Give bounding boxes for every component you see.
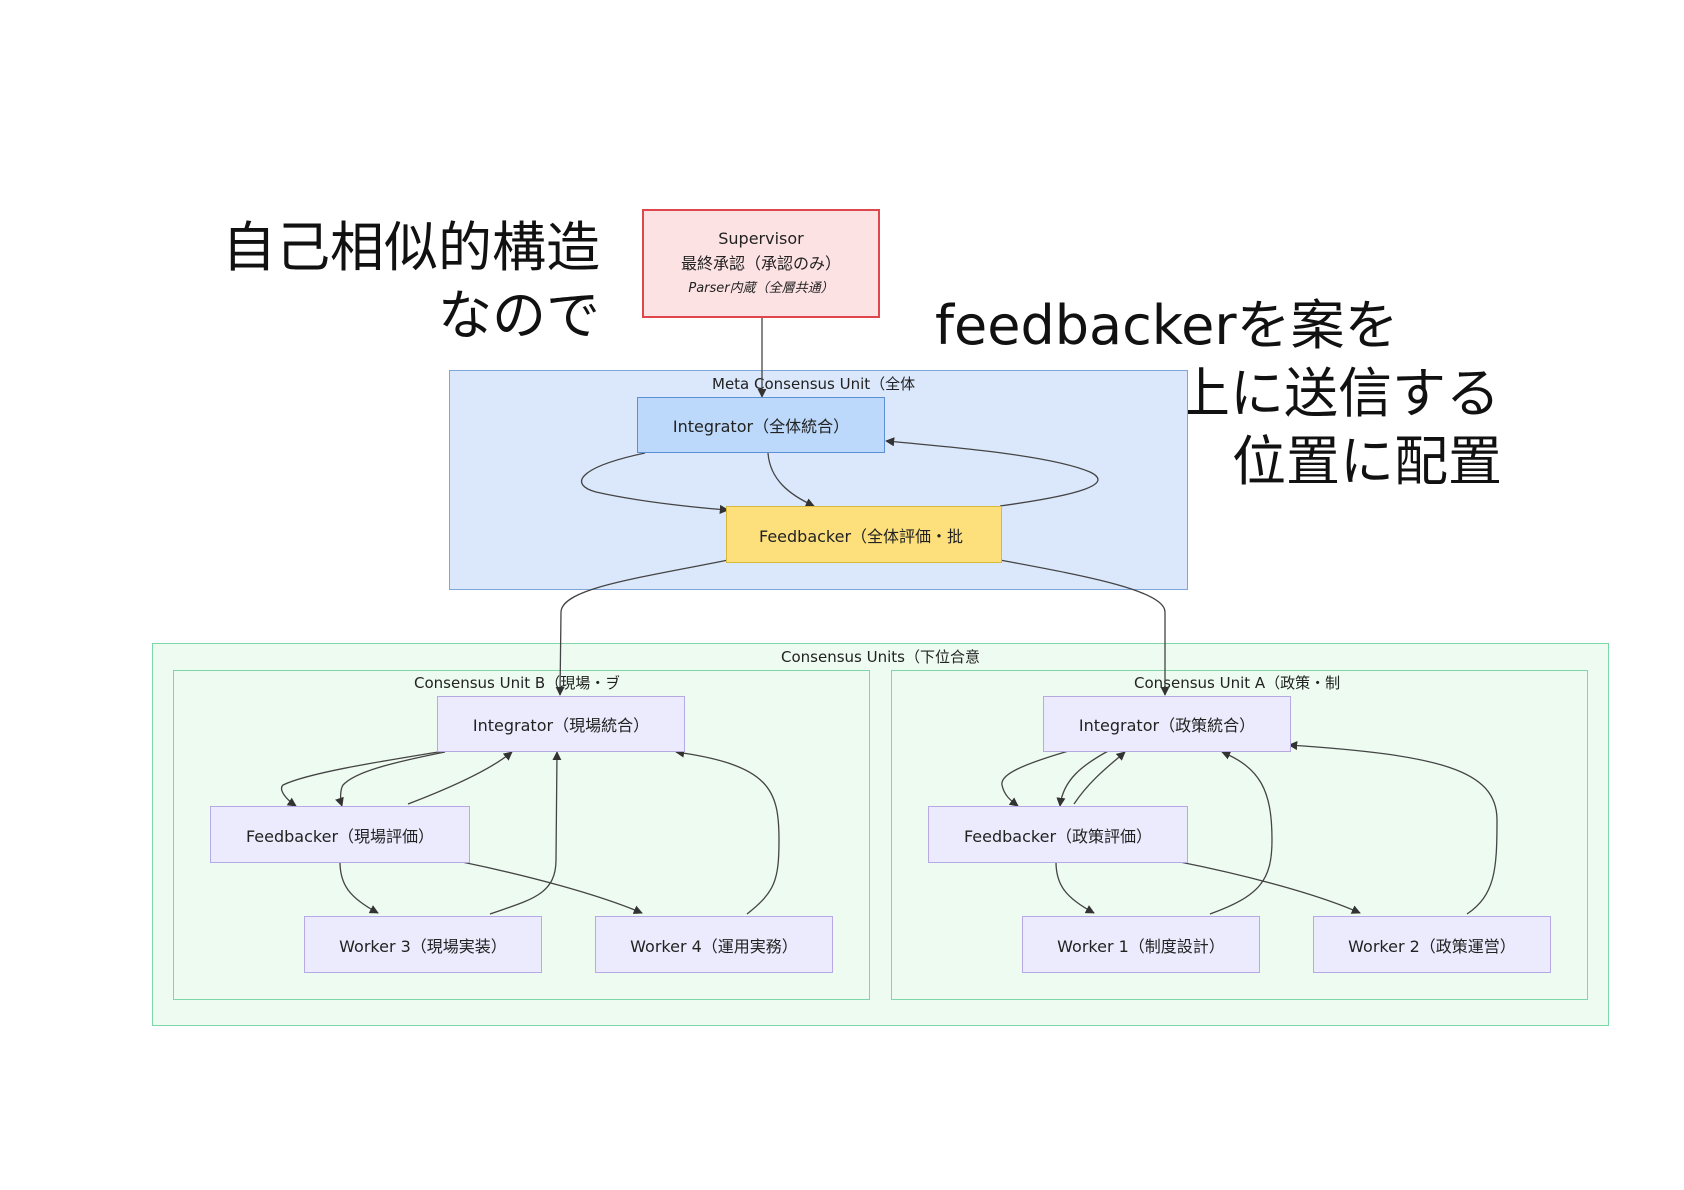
edge-meta-integ-feed-2: [580, 452, 729, 514]
consensus-unit-a-title: Consensus Unit A（政策・制: [1134, 674, 1341, 692]
unit-a-worker2-label: Worker 2（政策運営）: [1348, 936, 1516, 956]
edge-a-w1-integ: [1209, 750, 1273, 915]
unit-b-integrator-node[interactable]: Integrator（現場統合）: [437, 696, 685, 752]
unit-b-feedbacker-node[interactable]: Feedbacker（現場評価）: [210, 806, 470, 863]
edge-meta-feed-integ-a: [999, 559, 1170, 696]
edge-meta-feed-integ-b: [555, 559, 729, 696]
edge-a-feed-w1: [1055, 861, 1095, 914]
unit-a-feedbacker-label: Feedbacker（政策評価）: [963, 826, 1153, 846]
edge-a-feed-w2: [1179, 861, 1361, 914]
edge-b-w3-integ: [489, 751, 562, 915]
annotation-left-line2: なので: [438, 284, 600, 347]
supervisor-note: Parser内蔵（全層共通）: [688, 281, 834, 296]
unit-b-worker3-node[interactable]: Worker 3（現場実装）: [304, 916, 542, 973]
supervisor-node[interactable]: Supervisor 最終承認（承認のみ） Parser内蔵（全層共通）: [642, 209, 880, 318]
annotation-left: 自己相似的構造 なので: [200, 214, 600, 350]
edge-b-w4-integ: [675, 748, 780, 915]
annotation-right-line3: 位置に配置: [1232, 430, 1502, 493]
edge-a-w2-integ: [1288, 741, 1498, 915]
unit-a-worker1-label: Worker 1（制度設計）: [1057, 936, 1225, 956]
annotation-right-line1: feedbackerを案を: [935, 294, 1399, 357]
unit-a-integrator-node[interactable]: Integrator（政策統合）: [1043, 696, 1291, 752]
edge-a-feed-integ: [1073, 751, 1126, 805]
annotation-right-line2: 上に送信する: [1176, 362, 1500, 425]
meta-consensus-unit-title: Meta Consensus Unit（全体: [712, 375, 916, 393]
unit-a-worker1-node[interactable]: Worker 1（制度設計）: [1022, 916, 1260, 973]
edge-b-integ-feed-1: [281, 749, 451, 807]
consensus-units-title: Consensus Units（下位合意: [781, 648, 980, 666]
edge-a-integ-feed-2: [1056, 749, 1111, 807]
edge-meta-integ-feed-1: [767, 452, 815, 507]
edge-b-feed-w3: [339, 861, 379, 914]
edge-a-integ-feed-1: [1001, 749, 1073, 807]
consensus-unit-b-title: Consensus Unit B（現場・ヺ: [414, 674, 621, 692]
meta-feedbacker-label: Feedbacker（全体評価・批: [759, 526, 964, 546]
meta-integrator-label: Integrator（全体統合）: [672, 417, 850, 436]
supervisor-role: 最終承認（承認のみ）: [680, 254, 841, 273]
edge-b-feed-w4: [461, 861, 643, 914]
unit-b-integrator-label: Integrator（現場統合）: [472, 716, 650, 735]
unit-b-feedbacker-label: Feedbacker（現場評価）: [245, 826, 435, 846]
meta-integrator-node[interactable]: Integrator（全体統合）: [637, 397, 885, 453]
unit-b-worker3-label: Worker 3（現場実装）: [339, 936, 507, 956]
unit-a-integrator-label: Integrator（政策統合）: [1078, 716, 1256, 735]
annotation-left-line1: 自己相似的構造: [222, 216, 600, 279]
unit-b-worker4-label: Worker 4（運用実務）: [630, 936, 798, 956]
edge-b-integ-feed-2: [335, 751, 446, 807]
unit-b-worker4-node[interactable]: Worker 4（運用実務）: [595, 916, 833, 973]
supervisor-title: Supervisor: [718, 229, 804, 248]
unit-a-feedbacker-node[interactable]: Feedbacker（政策評価）: [928, 806, 1188, 863]
edge-b-feed-integ: [407, 751, 513, 805]
annotation-right: feedbackerを案を 上に送信する 位置に配置: [935, 292, 1565, 496]
meta-feedbacker-node[interactable]: Feedbacker（全体評価・批: [726, 506, 1002, 563]
edge-meta-feed-integ: [885, 437, 1099, 507]
unit-a-worker2-node[interactable]: Worker 2（政策運営）: [1313, 916, 1551, 973]
